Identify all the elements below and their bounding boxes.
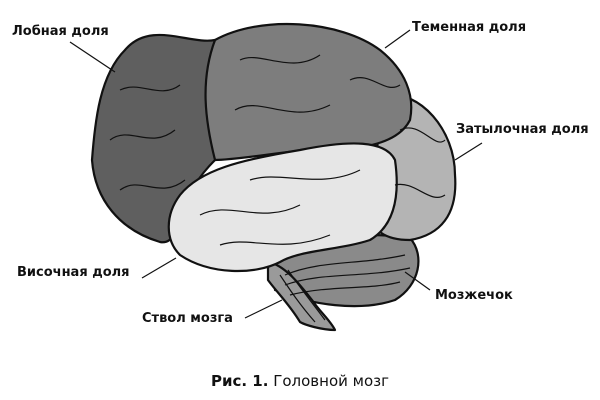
frontal-leader [69,41,116,73]
figure-caption: Рис. 1. Головной мозг [0,372,600,390]
label-brainstem: Ствол мозга [142,311,233,326]
label-occipital-lobe: Затылочная доля [456,122,589,137]
cerebellum-leader [404,271,431,291]
parietal-leader [384,29,411,49]
occipital-leader [454,142,483,161]
parietal-region [202,22,413,162]
brainstem-region [266,260,337,332]
brainstem-leader [244,299,283,319]
label-temporal-lobe: Височная доля [17,265,130,280]
temporal-region [167,142,398,273]
label-frontal-lobe: Лобная доля [12,24,109,39]
caption-prefix: Рис. 1. [210,372,269,390]
caption-text: Головной мозг [268,372,389,390]
label-parietal-lobe: Теменная доля [412,20,527,35]
temporal-leader [141,257,177,279]
label-cerebellum: Мозжечок [435,288,513,303]
